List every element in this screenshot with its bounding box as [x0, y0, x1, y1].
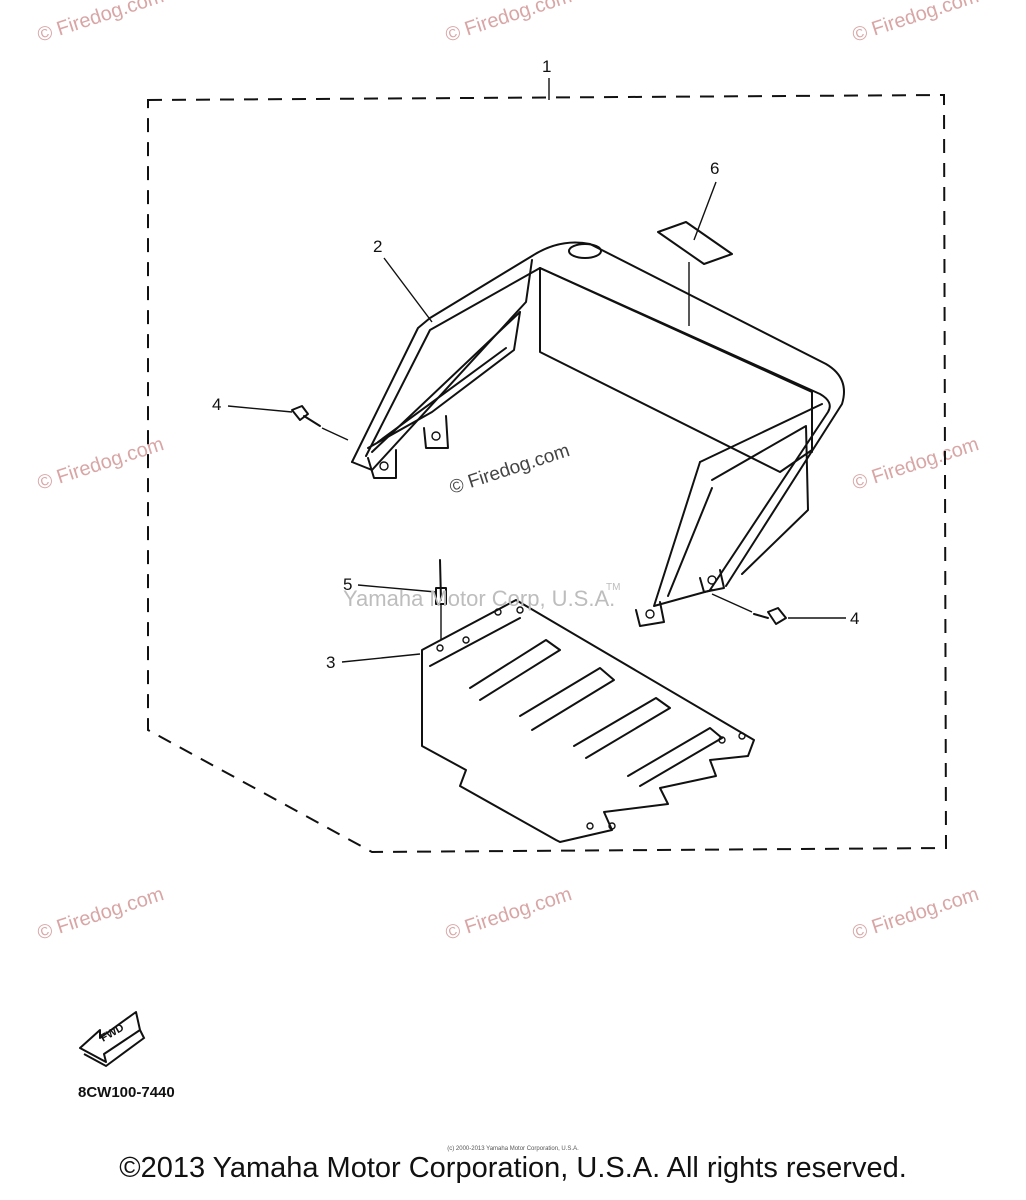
guard-rack: [351, 241, 845, 627]
callout-1: 1: [542, 57, 551, 76]
callout-2: 2: [373, 237, 382, 256]
leader-line-6: [693, 181, 717, 241]
leader-line-2: [383, 257, 433, 323]
watermark: © Firedog.com: [35, 883, 167, 945]
bolt-right: [711, 593, 787, 625]
callout-4-left: 4: [212, 395, 221, 414]
watermark: © Firedog.com: [850, 0, 982, 47]
copyright-small: (c) 2000-2013 Yamaha Motor Corporation, …: [447, 1146, 579, 1152]
tm-mark: TM: [606, 582, 620, 593]
overlay-watermark: Yamaha Motor Corp, U.S.A.: [343, 586, 615, 611]
leader-line-3: [341, 653, 421, 663]
rivet: [435, 559, 447, 640]
leader-line-4-left: [227, 405, 293, 413]
watermark: © Firedog.com: [35, 433, 167, 495]
watermark: © Firedog.com: [850, 883, 982, 945]
callout-3: 3: [326, 653, 335, 672]
watermark: © Firedog.com: [850, 433, 982, 495]
callout-4-right: 4: [850, 609, 859, 628]
leader-line-5: [357, 584, 437, 593]
watermark: © Firedog.com: [35, 0, 167, 47]
part-code: 8CW100-7440: [78, 1084, 175, 1101]
bolt-left: [291, 405, 349, 441]
watermark: © Firedog.com: [443, 0, 575, 47]
center-watermark: © Firedog.com: [447, 440, 572, 499]
callout-5: 5: [343, 575, 352, 594]
copyright-notice: ©2013 Yamaha Motor Corporation, U.S.A. A…: [119, 1152, 907, 1184]
label-sticker: [657, 221, 733, 265]
watermark: © Firedog.com: [443, 883, 575, 945]
fwd-arrow-icon: FWD: [79, 1011, 146, 1068]
callout-6: 6: [710, 159, 719, 178]
kit-boundary: [147, 93, 948, 854]
floor-plate: [421, 599, 755, 843]
tray: [539, 267, 813, 473]
